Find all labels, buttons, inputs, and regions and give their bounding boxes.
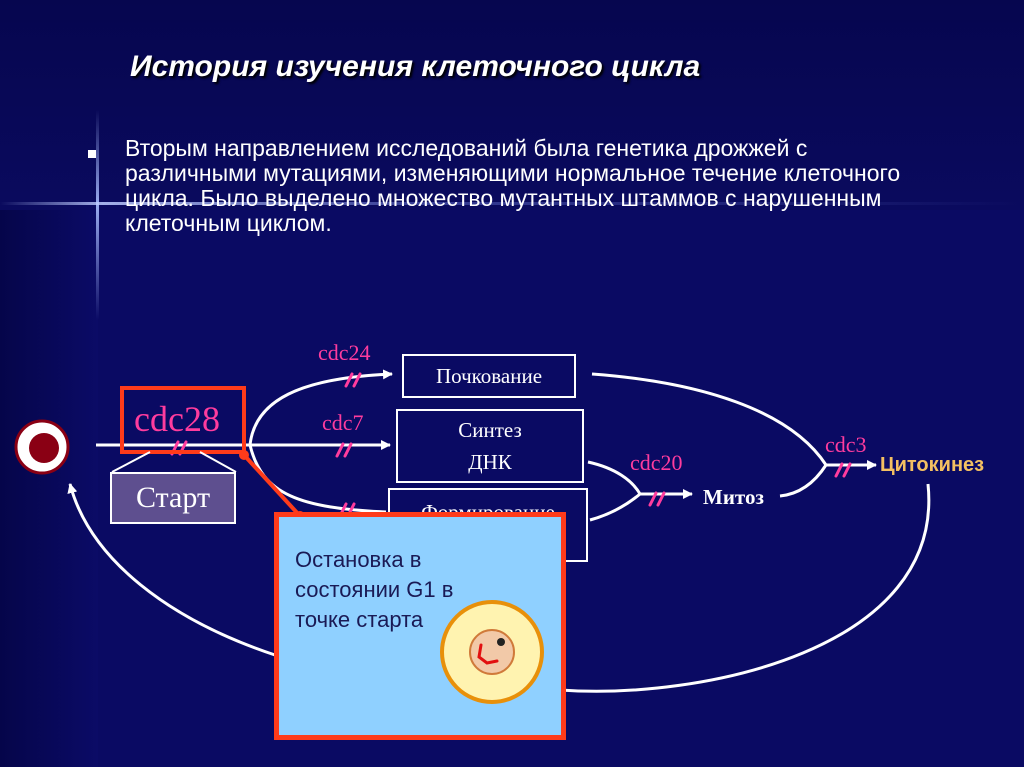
return-loop [559,483,931,693]
stage-mitosis: Митоз [703,485,764,509]
note-connector [242,453,302,518]
glow-line-vertical [96,110,99,320]
stage-budding-label: Почкование [435,363,543,388]
cdc28-highlight-box [120,386,246,454]
stage-dna-line1: Синтез [458,418,522,442]
bullet-text: Вторым направлением исследований была ге… [125,135,901,236]
gene-label-cdc3: cdc3 [825,432,867,457]
return-loop-left [67,483,276,657]
g1-arrest-note-text: Остановка в состоянии G1 в точке старта [295,547,454,632]
gene-label-cdc7: cdc7 [322,410,364,435]
stage-budding: Почкование [402,354,576,398]
budding-to-cytokinesis-path [591,372,828,466]
dna-to-mitosis-path [587,460,642,495]
title-band [0,0,1024,210]
mitosis-to-cytokinesis-path [779,464,828,498]
bullet-marker [88,150,96,158]
formation-arrow [248,444,387,514]
glow-line-horizontal [0,202,1024,205]
cell-icon [14,419,70,475]
stage-cytokinesis: Цитокинез [880,454,985,476]
gene-label-cdc24: cdc24 [318,340,371,365]
start-label: Старт [135,481,211,514]
gene-label-cdc28: cdc28 [134,399,220,439]
stage-dna-line2: ДНК [468,450,512,474]
g1-arrest-note: Остановка в состоянии G1 в точке старта [274,512,566,740]
start-connector [111,451,237,473]
gene-label-cdc20: cdc20 [630,450,683,475]
stage-dna-synthesis: Синтез ДНК [396,409,584,483]
budding-arrow [248,369,393,446]
connector-dot-start [239,450,249,460]
start-box: Старт [110,472,236,524]
formation-to-mitosis-path [589,492,641,522]
slide-title: История изучения клеточного цикла [130,50,701,83]
yeast-cell-icon [440,600,544,704]
